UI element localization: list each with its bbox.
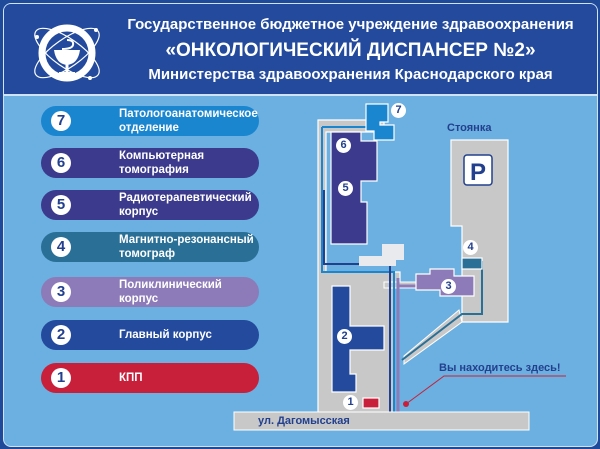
legend-label: томограф	[119, 248, 176, 260]
map-marker-3[interactable]: 3	[441, 279, 456, 294]
ministry-text: Министерства здравоохранения Краснодарск…	[148, 66, 553, 83]
marker-1: 1	[51, 368, 71, 388]
map-marker-1[interactable]: 1	[343, 395, 358, 410]
marker-2: 2	[51, 325, 71, 345]
parking-label: Стоянка	[447, 122, 492, 134]
legend-label: Магнитно-резонансный	[119, 234, 254, 246]
legend-label: Поликлинический корпус	[119, 279, 222, 305]
medical-logo-icon	[34, 24, 100, 82]
site-map: P	[233, 103, 566, 431]
legend-label: КПП	[119, 372, 143, 384]
legend-label: Патологоанатомическое	[119, 108, 258, 120]
legend-item-2[interactable]: 2 Главный корпус	[41, 320, 259, 350]
map-marker-6[interactable]: 6	[336, 138, 351, 153]
marker-3: 3	[51, 282, 71, 302]
legend-item-6[interactable]: 6 Компьютерная томография	[41, 148, 259, 178]
legend-item-7[interactable]: 7 Патологоанатомическое отделение	[41, 106, 259, 136]
legend-item-1[interactable]: 1 КПП	[41, 363, 259, 393]
legend-label: корпус	[119, 206, 159, 218]
marker-5: 5	[51, 195, 71, 215]
map-marker-4[interactable]: 4	[463, 240, 478, 255]
legend-label: Компьютерная	[119, 150, 205, 162]
legend-item-4[interactable]: 4 Магнитно-резонансный томограф	[41, 232, 259, 262]
header: Государственное бюджетное учреждение здр…	[4, 4, 597, 96]
marker-6: 6	[51, 153, 71, 173]
legend-label: Радиотерапевтический	[119, 192, 252, 204]
org-name-title: «ОНКОЛОГИЧЕСКИЙ ДИСПАНСЕР №2»	[165, 40, 536, 61]
legend-label: Главный корпус	[119, 329, 212, 341]
legend-item-3[interactable]: 3 Поликлинический корпус	[41, 277, 259, 307]
marker-4: 4	[51, 237, 71, 257]
map-marker-7[interactable]: 7	[391, 103, 406, 118]
legend-item-5[interactable]: 5 Радиотерапевтический корпус	[41, 190, 259, 220]
map-marker-5[interactable]: 5	[338, 181, 353, 196]
marker-7: 7	[51, 111, 71, 131]
parking-icon: P	[470, 159, 486, 186]
street-label: ул. Дагомысская	[258, 415, 350, 427]
org-type-text: Государственное бюджетное учреждение здр…	[127, 16, 574, 33]
legend-label: отделение	[119, 122, 179, 134]
map-marker-2[interactable]: 2	[337, 329, 352, 344]
legend-label: томография	[119, 164, 189, 176]
you-are-here-label: Вы находитесь здесь!	[439, 362, 561, 374]
directory-board: Государственное бюджетное учреждение здр…	[3, 3, 598, 447]
